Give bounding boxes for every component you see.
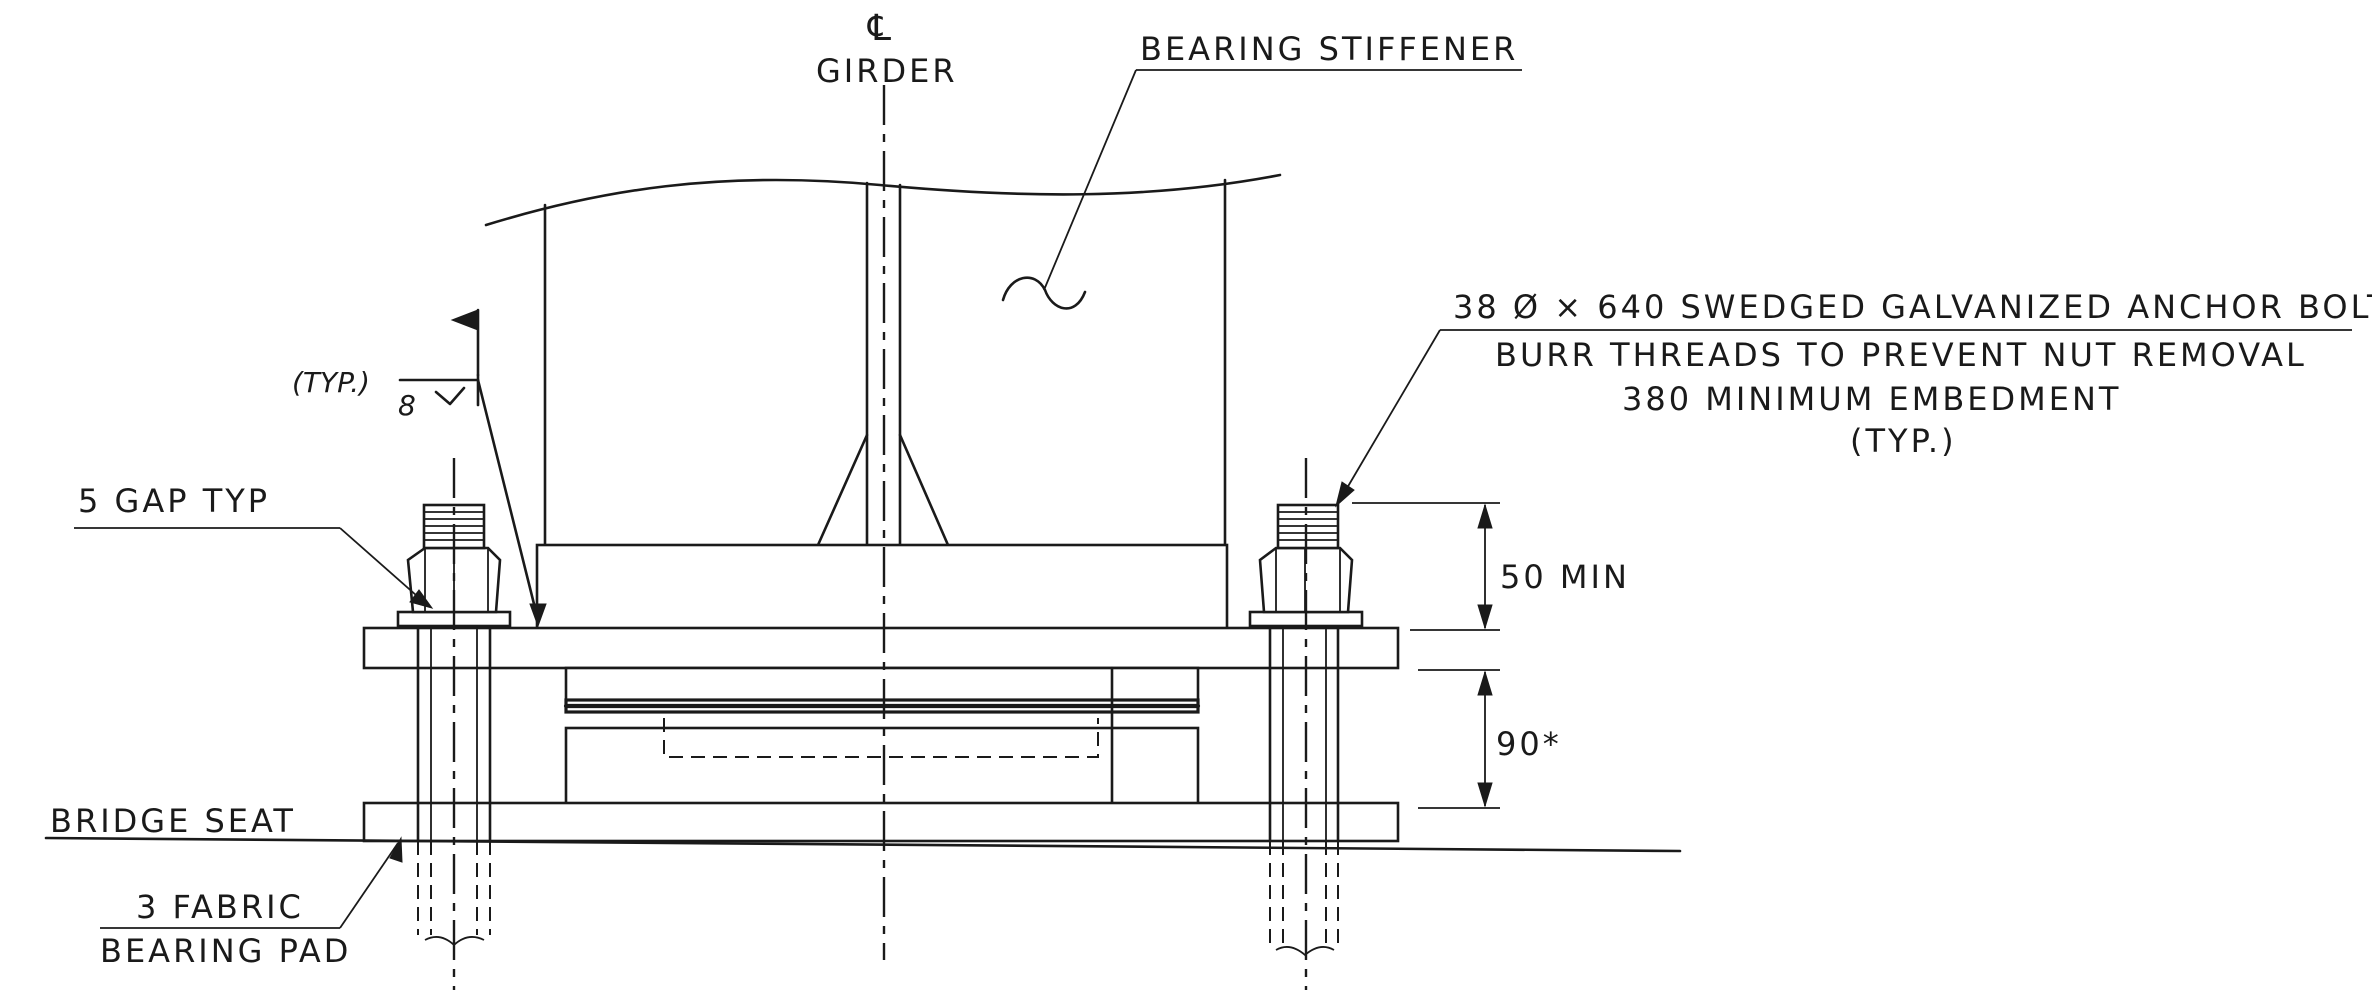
dim-50-label: 50 MIN: [1500, 558, 1630, 596]
girder-section: [484, 173, 1282, 547]
fabric-label-line2: BEARING PAD: [100, 932, 351, 970]
dimension-50-min: 50 MIN: [1352, 502, 1630, 631]
stiffener-section-symbol: [1001, 276, 1087, 310]
bridge-seat-line: [44, 836, 1682, 853]
gap-label: 5 GAP TYP: [78, 482, 270, 520]
right-anchor-bolt: [1248, 458, 1364, 990]
masonry-plate: [362, 801, 1400, 843]
weld-symbol: (TYP.) 8: [292, 308, 547, 628]
bearing-stiffener: [816, 181, 1087, 547]
girder-break-line: [484, 173, 1282, 227]
stiffener-callout: BEARING STIFFENER: [1043, 30, 1522, 291]
weld-leader: [476, 378, 540, 622]
anchor-bolt-line1: 38 Ø × 640 SWEDGED GALVANIZED ANCHOR BOL…: [1453, 288, 2372, 326]
recess-hidden-line: [663, 718, 1099, 758]
dim-90-label: 90*: [1496, 725, 1562, 763]
stiffener-fillet-right: [898, 433, 950, 547]
anchor-bolt-line3: 380 MINIMUM EMBEDMENT: [1622, 380, 2121, 418]
anchor-bolt-line4: (TYP.): [1850, 422, 1957, 460]
girder-bottom-flange: [535, 543, 1229, 632]
fabric-pad-callout: 3 FABRIC BEARING PAD: [100, 836, 403, 970]
dimension-90: 90*: [1418, 669, 1562, 809]
anchor-bolt-callout: 38 Ø × 640 SWEDGED GALVANIZED ANCHOR BOL…: [1335, 288, 2372, 508]
bridge-seat-label: BRIDGE SEAT: [50, 802, 296, 840]
stiffener-fillet-left: [816, 433, 869, 547]
weld-typ-label: (TYP.): [292, 366, 370, 399]
sole-plate: [362, 626, 1400, 670]
gap-callout: 5 GAP TYP: [74, 482, 434, 609]
left-anchor-bolt: [396, 458, 512, 990]
bearing-stiffener-label: BEARING STIFFENER: [1140, 30, 1518, 68]
bearing-assembly: [563, 666, 1201, 807]
weld-size-label: 8: [398, 389, 416, 422]
centerline-symbol: ℄: [867, 8, 894, 49]
anchor-bolt-line2: BURR THREADS TO PREVENT NUT REMOVAL: [1495, 336, 2307, 374]
girder-label: GIRDER: [816, 52, 958, 90]
fabric-label-line1: 3 FABRIC: [136, 888, 304, 926]
